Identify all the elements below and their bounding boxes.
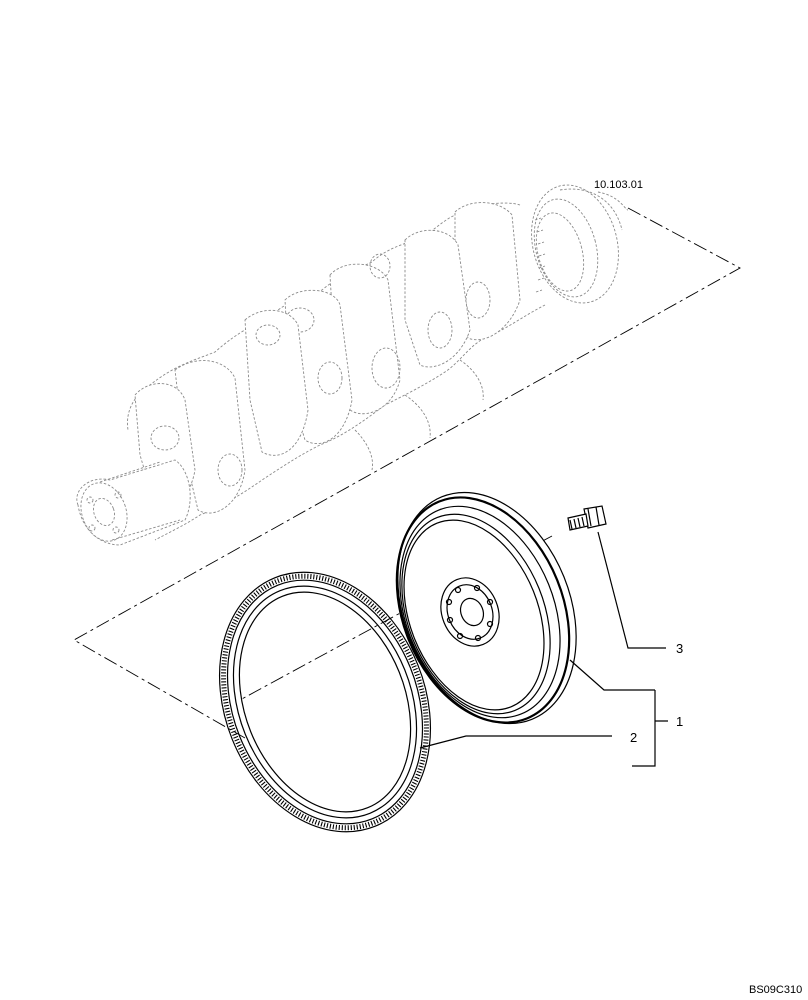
crankshaft-ghost <box>76 184 623 546</box>
flywheel-hub <box>440 577 500 647</box>
crank-web-2 <box>404 229 471 368</box>
crankshaft-rear-gear <box>531 184 623 304</box>
flywheel-bolt <box>567 505 607 531</box>
figure-code: BS09C310 <box>749 984 802 996</box>
leader-flywheel <box>569 659 655 691</box>
leader-lines <box>419 191 668 767</box>
crank-web-1 <box>454 202 521 340</box>
crank-web-5 <box>244 309 309 456</box>
leader-3 <box>597 531 666 649</box>
leader-reference <box>597 191 629 211</box>
callout-3: 3 <box>676 641 683 656</box>
reference-label: 10.103.01 <box>594 179 643 191</box>
callout-1: 1 <box>676 714 683 729</box>
callout-2: 2 <box>630 730 637 745</box>
leader-2 <box>419 735 612 749</box>
assembly-bracket <box>632 690 668 767</box>
ring-gear <box>218 571 432 833</box>
crankshaft-front-nose <box>76 459 191 546</box>
flywheel <box>395 491 577 725</box>
